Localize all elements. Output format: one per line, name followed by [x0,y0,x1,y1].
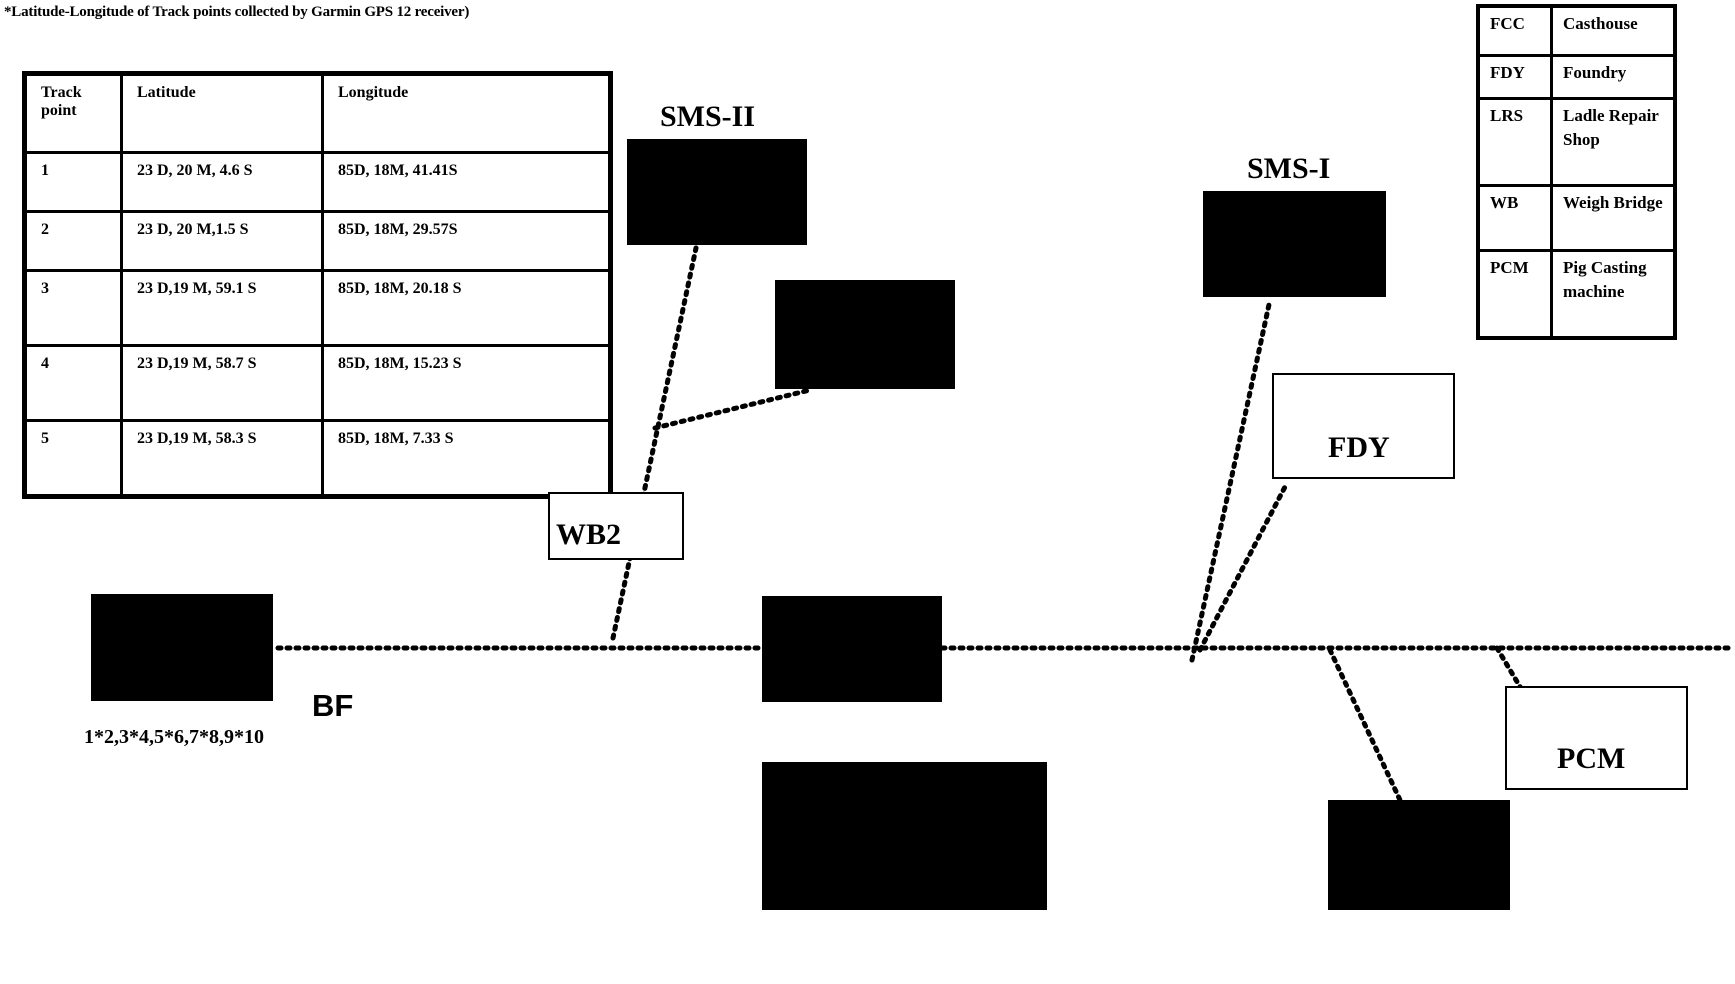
cell-latitude: 23 D, 20 M, 4.6 S [120,151,324,213]
table-row: 2 23 D, 20 M,1.5 S 85D, 18M, 29.57S [23,210,612,272]
legend-name: Casthouse [1550,4,1677,57]
cell-latitude: 23 D,19 M, 59.1 S [120,269,324,347]
building-image-lrs [775,280,955,389]
branch-line-south [1327,647,1403,803]
cell-latitude: 23 D,19 M, 58.3 S [120,419,324,498]
legend-name: Pig Casting machine [1550,249,1677,340]
legend-name: Weigh Bridge [1550,184,1677,252]
cell-latitude: 23 D,19 M, 58.7 S [120,344,324,422]
cell-track-point: 4 [23,344,123,422]
legend-code: WB [1476,184,1553,252]
branch-line-lrs [652,387,813,431]
table-row: 3 23 D,19 M, 59.1 S 85D, 18M, 20.18 S [23,269,612,347]
building-image-bf [91,594,273,701]
cell-track-point: 1 [23,151,123,213]
track-sequence-label: 1*2,3*4,5*6,7*8,9*10 [84,726,264,748]
legend-row: FCC Casthouse [1476,4,1677,57]
header-longitude: Longitude [321,72,612,154]
building-image-sms1 [1203,191,1386,297]
track-point-table: Track point Latitude Longitude 1 23 D, 2… [22,71,613,499]
wb2-box: WB2 [548,492,684,560]
sms2-label: SMS-II [660,100,756,133]
header-track-point: Track point [23,72,123,154]
building-image-lower-center [762,762,1047,910]
legend-row: WB Weigh Bridge [1476,184,1677,252]
legend-code: LRS [1476,97,1553,187]
cell-longitude: 85D, 18M, 7.33 S [321,419,612,498]
table-row: 1 23 D, 20 M, 4.6 S 85D, 18M, 41.41S [23,151,612,213]
bf-label: BF [312,688,354,723]
legend-row: LRS Ladle Repair Shop [1476,97,1677,187]
legend-name: Foundry [1550,54,1677,100]
cell-longitude: 85D, 18M, 41.41S [321,151,612,213]
cell-latitude: 23 D, 20 M,1.5 S [120,210,324,272]
building-image-sms2 [627,139,807,245]
cell-track-point: 2 [23,210,123,272]
fdy-label: FDY [1328,431,1390,464]
branch-line-sms1 [1189,297,1273,663]
legend-row: PCM Pig Casting machine [1476,249,1677,340]
wb2-label: WB2 [556,518,622,551]
legend-code: FCC [1476,4,1553,57]
branch-line-sms2 [610,245,699,641]
branch-line-fdy [1197,480,1290,653]
legend-code: PCM [1476,249,1553,340]
table-row: 5 23 D,19 M, 58.3 S 85D, 18M, 7.33 S [23,419,612,498]
building-image-center [762,596,942,702]
cell-longitude: 85D, 18M, 20.18 S [321,269,612,347]
cell-track-point: 5 [23,419,123,498]
caption: *Latitude-Longitude of Track points coll… [4,4,470,20]
legend-table: FCC Casthouse FDY Foundry LRS Ladle Repa… [1476,4,1677,340]
cell-longitude: 85D, 18M, 15.23 S [321,344,612,422]
cell-track-point: 3 [23,269,123,347]
pcm-label: PCM [1557,742,1626,775]
cell-longitude: 85D, 18M, 29.57S [321,210,612,272]
building-image-lower-right [1328,800,1510,910]
legend-code: FDY [1476,54,1553,100]
fdy-box: FDY [1272,373,1455,479]
table-header-row: Track point Latitude Longitude [23,72,612,154]
legend-row: FDY Foundry [1476,54,1677,100]
table-row: 4 23 D,19 M, 58.7 S 85D, 18M, 15.23 S [23,344,612,422]
header-latitude: Latitude [120,72,324,154]
pcm-box: PCM [1505,686,1688,790]
legend-name: Ladle Repair Shop [1550,97,1677,187]
sms1-label: SMS-I [1247,152,1331,185]
